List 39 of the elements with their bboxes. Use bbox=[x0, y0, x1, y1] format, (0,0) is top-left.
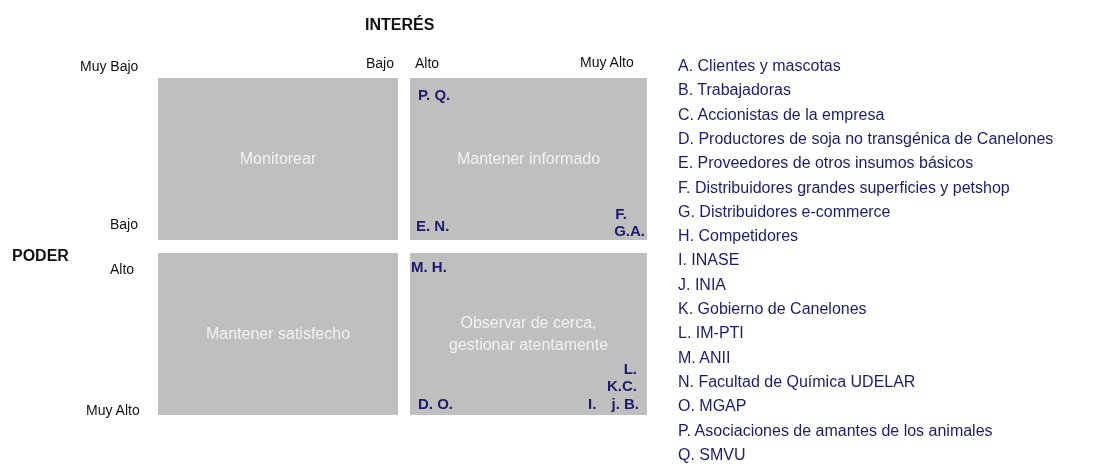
axis-label: Muy Alto bbox=[86, 402, 140, 419]
stakeholder-list-item: N. Facultad de Química UDELAR bbox=[678, 371, 916, 391]
axis-label: Bajo bbox=[366, 55, 395, 72]
stakeholder-letters: M. H. bbox=[411, 258, 447, 275]
stakeholder-list-item: B. Trabajadoras bbox=[678, 80, 791, 100]
quadrant-box bbox=[158, 78, 398, 240]
stakeholder-list-item: Q. SMVU bbox=[678, 444, 746, 464]
stakeholder-letters: P. Q. bbox=[418, 86, 451, 103]
stakeholder-letters: E. N. bbox=[416, 217, 450, 234]
quadrant-box bbox=[410, 78, 647, 240]
stakeholder-list-item: J. INIA bbox=[678, 274, 726, 294]
stakeholder-list-item: D. Productores de soja no transgénica de Canelones bbox=[678, 128, 1054, 148]
axis-label: Muy Bajo bbox=[80, 58, 139, 75]
axis-label: Alto bbox=[415, 55, 440, 72]
stakeholder-list-item: C. Accionistas de la empresa bbox=[678, 104, 885, 124]
stakeholder-letters: K.C. bbox=[607, 377, 637, 394]
stakeholder-letters: D. O. bbox=[418, 395, 453, 412]
stakeholder-list-item: P. Asociaciones de amantes de los animales bbox=[678, 420, 993, 440]
stakeholder-list-item: A. Clientes y mascotas bbox=[678, 56, 841, 75]
stakeholder-letters: I. bbox=[588, 395, 597, 412]
stakeholder-list-item: F. Distribuidores grandes superficies y petshop bbox=[678, 177, 1010, 197]
axis-title: PODER bbox=[12, 247, 69, 264]
stakeholder-list-item: G. Distribuidores e-commerce bbox=[678, 201, 891, 221]
stakeholder-list-item: O. MGAP bbox=[678, 396, 747, 416]
stakeholder-letters: F. bbox=[615, 205, 627, 222]
axis-label: Alto bbox=[110, 261, 135, 278]
quadrant-box bbox=[158, 253, 398, 415]
stakeholder-list-item: K. Gobierno de Canelones bbox=[678, 299, 867, 318]
stakeholder-list-item: I. INASE bbox=[678, 250, 740, 270]
stakeholder-list-item: M. ANII bbox=[678, 347, 731, 367]
stakeholder-list-item: L. IM-PTI bbox=[678, 323, 744, 343]
stakeholder-list-item: E. Proveedores de otros insumos básicos bbox=[678, 153, 974, 173]
stakeholder-list-item: H. Competidores bbox=[678, 226, 799, 246]
axis-title: INTERÉS bbox=[365, 16, 435, 33]
axis-label: Bajo bbox=[110, 216, 139, 233]
stakeholder-letters: G.A. bbox=[614, 222, 645, 239]
quadrant-box bbox=[410, 253, 647, 415]
stakeholder-letters: L. bbox=[623, 360, 637, 377]
stakeholder-letters: j. B. bbox=[611, 395, 639, 412]
